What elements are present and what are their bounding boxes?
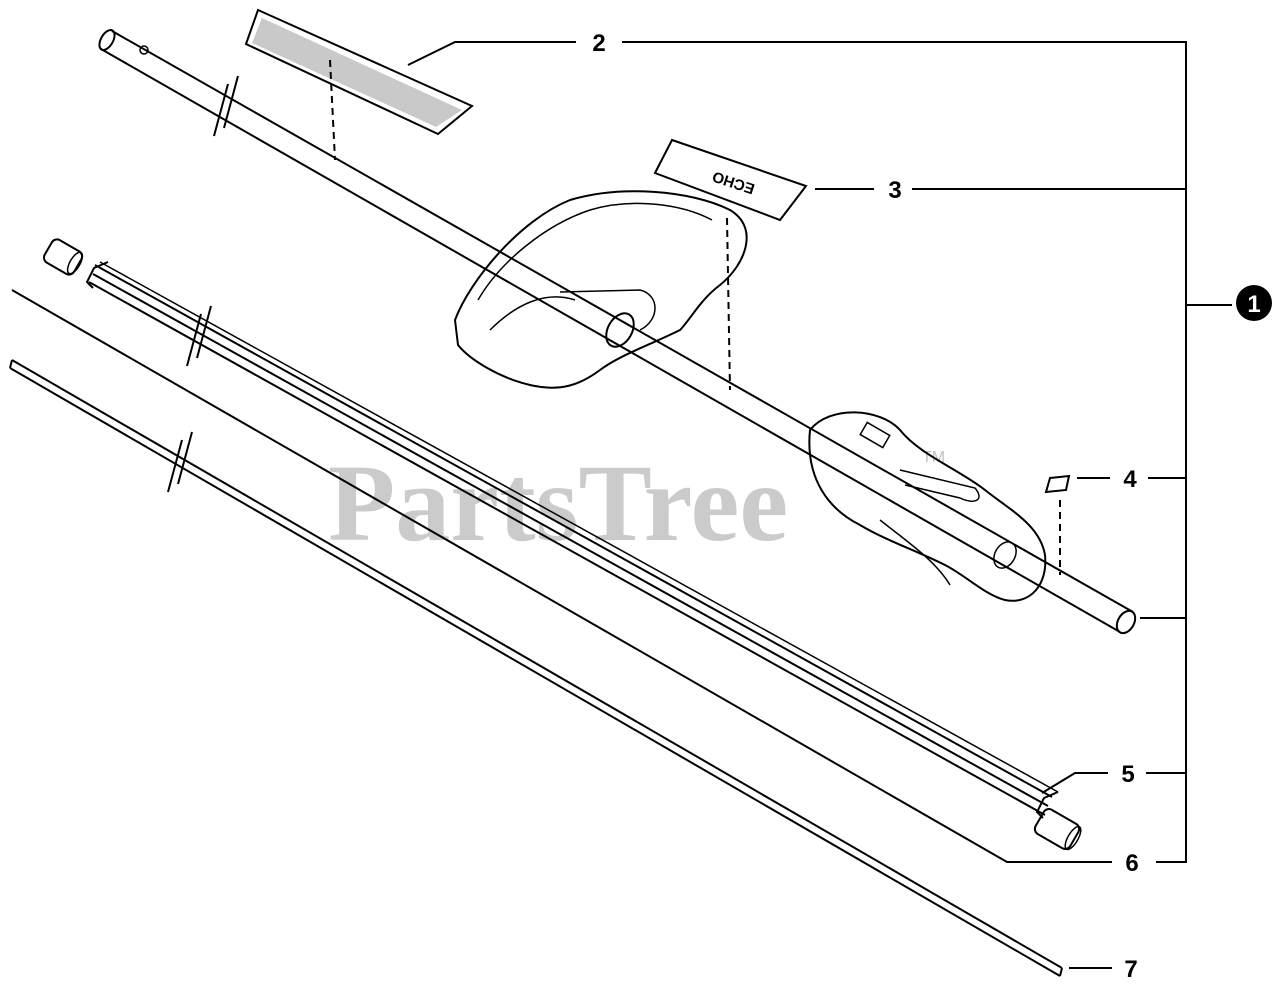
- callout-1[interactable]: 1: [1247, 291, 1260, 318]
- callout-2[interactable]: 2: [592, 30, 605, 57]
- callout-5[interactable]: 5: [1121, 761, 1134, 788]
- label-decal: [244, 8, 474, 161]
- callout-7[interactable]: 7: [1124, 956, 1137, 983]
- loop-handle: [453, 190, 748, 389]
- bushing-bottom: [1033, 808, 1082, 851]
- watermark-trademark: TM: [922, 449, 945, 466]
- small-label: [1044, 474, 1071, 575]
- callout-4[interactable]: 4: [1123, 466, 1137, 493]
- outer-shaft: [85, 261, 1059, 819]
- callout-6[interactable]: 6: [1125, 850, 1138, 877]
- drive-shaft: [9, 359, 1063, 977]
- leader-lines: [11, 41, 1232, 969]
- main-tube: [98, 29, 1137, 635]
- watermark: PartsTree TM: [328, 442, 945, 564]
- decal-brand-text: ECHO: [710, 167, 757, 197]
- watermark-text: PartsTree: [328, 442, 788, 564]
- assembly-badge[interactable]: [1236, 285, 1272, 321]
- bushing-top: [42, 238, 84, 276]
- callout-numbers[interactable]: 2 3 1 4 5 6 7: [592, 30, 1272, 983]
- callout-3[interactable]: 3: [888, 177, 901, 204]
- throttle-handle: [808, 411, 1047, 602]
